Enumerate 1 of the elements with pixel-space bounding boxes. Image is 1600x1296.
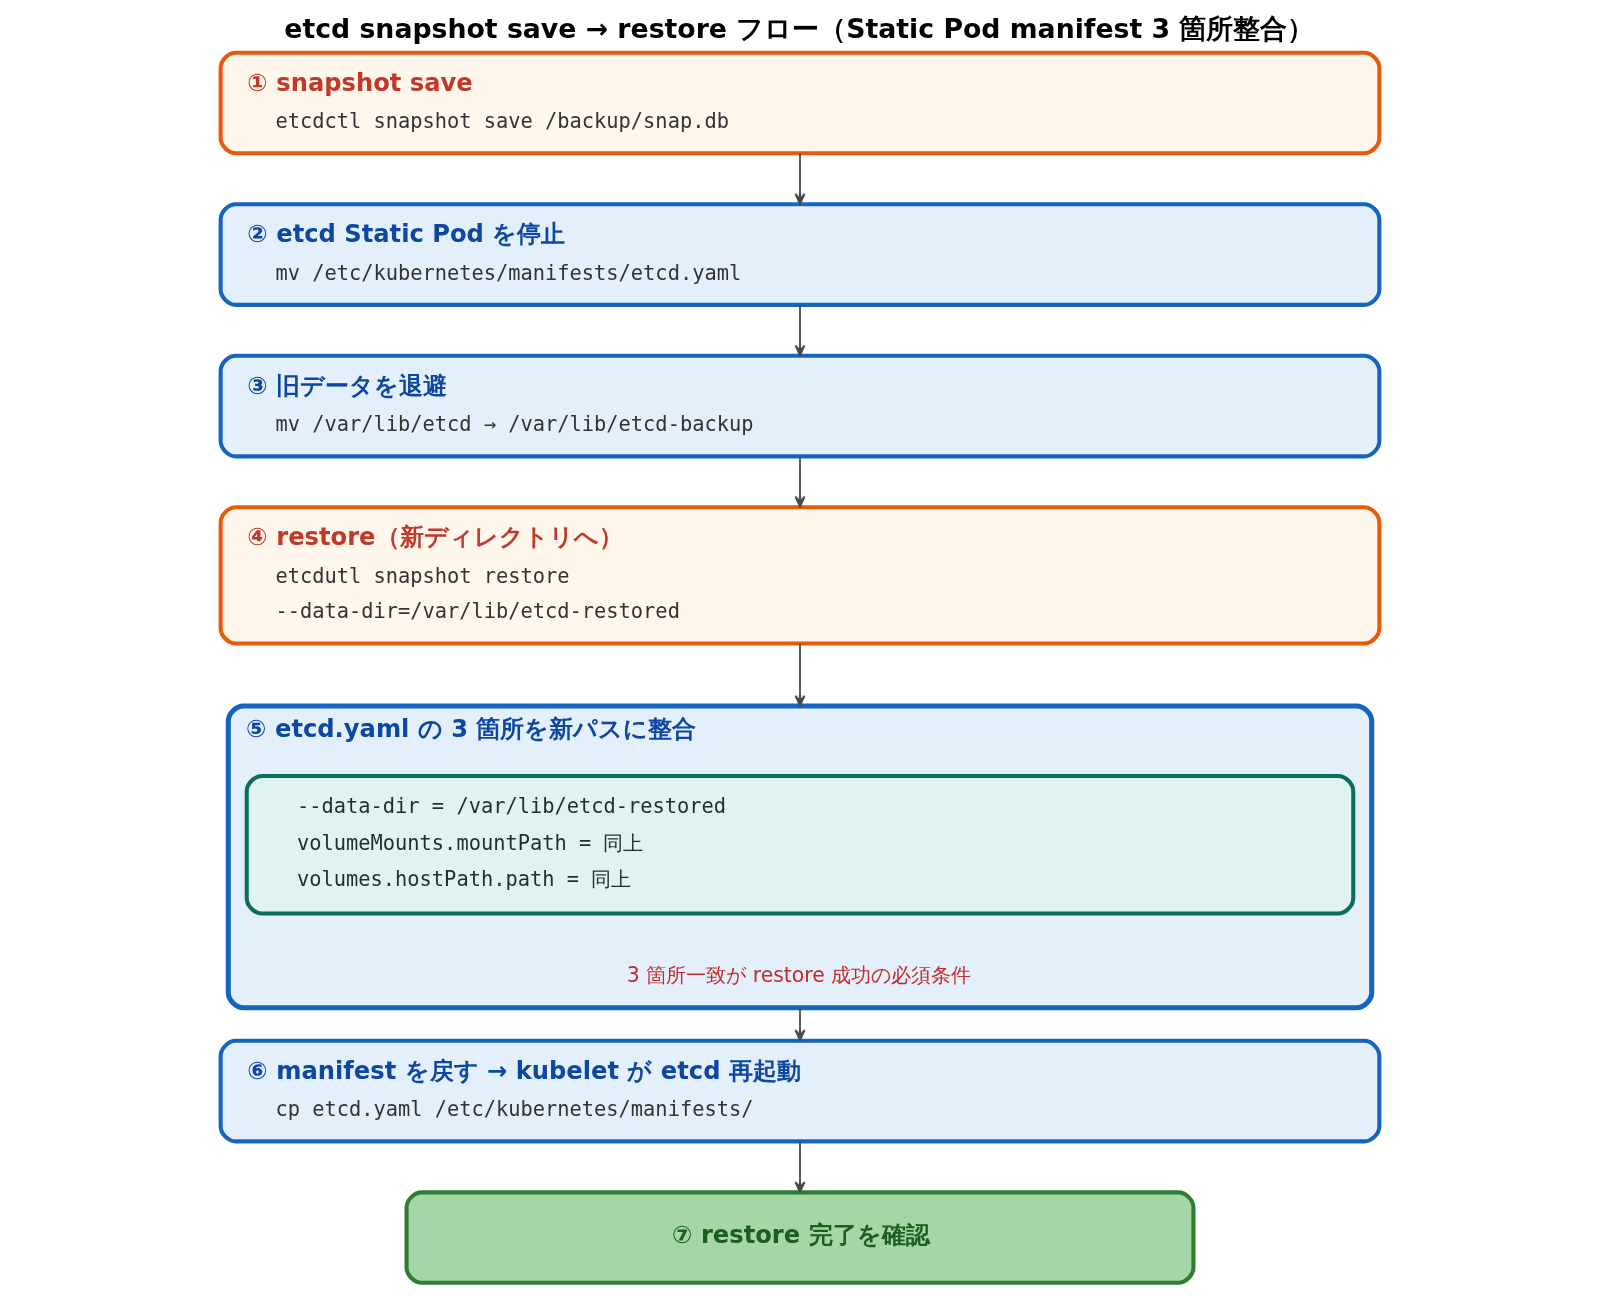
diagram-title: etcd snapshot save → restore フロー（Static Pod manifest 3 箇所整合） [284,13,1315,45]
